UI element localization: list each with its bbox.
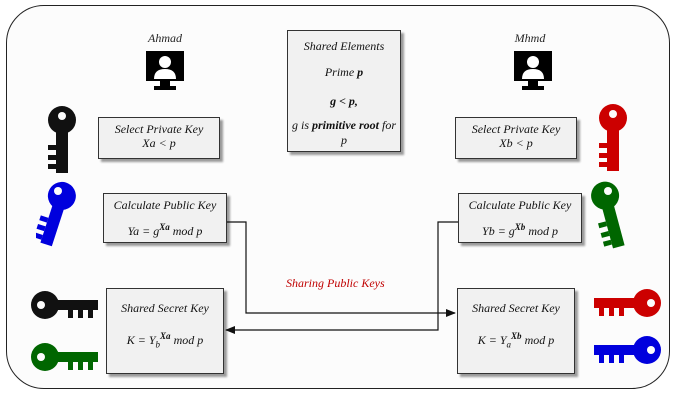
right-secret-formula: K = YaXb mod p	[458, 331, 574, 350]
user-name-ahmad: Ahmad	[148, 31, 182, 45]
right-private-title: Select Private Key	[471, 122, 561, 136]
right-public-formula: Yb = gXb mod p	[459, 222, 581, 238]
shared-elements-title: Shared Elements	[303, 39, 385, 53]
left-secret-formula: K = YbXa mod p	[107, 331, 223, 350]
right-public-rhs: mod p	[528, 224, 558, 239]
left-secret-rhs: mod p	[173, 333, 204, 348]
right-secret-exp: Xb	[511, 331, 522, 342]
right-secret-title: Shared Secret Key	[472, 301, 560, 315]
left-private-formula: Xa < p	[142, 136, 176, 151]
prime-line: Prime p	[288, 65, 400, 79]
arrow-right-public-to-left-secret	[225, 221, 458, 334]
right-secret-lhs: K = Y	[477, 333, 507, 348]
right-select-private-key-box: Select Private Key Xb < p	[455, 117, 577, 159]
right-secret-red-key-icon	[594, 289, 661, 317]
right-public-key-icon	[591, 181, 625, 249]
primitive-suffix: for p	[341, 118, 397, 147]
prime-label: Prime	[324, 65, 355, 80]
left-select-private-key-box: Select Private Key Xa < p	[98, 117, 220, 159]
left-shared-secret-key-box: Shared Secret Key K = YbXa mod p	[106, 288, 224, 374]
left-private-key-icon	[48, 106, 76, 173]
right-shared-secret-key-box: Shared Secret Key K = YaXb mod p	[457, 288, 575, 374]
right-private-formula: Xb < p	[499, 136, 533, 151]
left-public-rhs: mod p	[172, 224, 203, 239]
prime-var: p	[357, 65, 364, 80]
left-public-title: Calculate Public Key	[113, 198, 217, 212]
left-secret-sub: b	[155, 339, 161, 350]
primitive-root-line: g is primitive root for p	[288, 118, 400, 147]
right-public-title: Calculate Public Key	[468, 198, 572, 212]
right-private-key-icon	[599, 104, 627, 171]
left-public-exp: Xa	[159, 222, 170, 233]
left-secret-black-key-icon	[31, 291, 98, 319]
arrow-left-public-to-right-secret	[227, 221, 456, 317]
right-user-computer-icon	[514, 51, 552, 90]
right-secret-sub: a	[506, 339, 512, 350]
right-calculate-public-key-box: Calculate Public Key Yb = gXb mod p	[458, 193, 582, 243]
right-public-exp: Xb	[514, 222, 526, 233]
primitive-bold: primitive root	[312, 118, 379, 133]
left-public-lhs: Ya = g	[127, 224, 160, 239]
left-public-key-icon	[36, 181, 76, 247]
left-secret-green-key-icon	[31, 343, 98, 371]
left-secret-lhs: K = Y	[126, 333, 156, 348]
left-private-title: Select Private Key	[114, 122, 204, 136]
sharing-public-keys-label: Sharing Public Keys	[286, 276, 385, 290]
left-public-formula: Ya = gXa mod p	[104, 222, 226, 238]
primitive-prefix: g is	[291, 118, 309, 133]
left-secret-title: Shared Secret Key	[121, 301, 209, 315]
shared-elements-box: Shared Elements Prime p g < p, g is prim…	[287, 30, 401, 152]
user-name-mhmd: Mhmd	[514, 31, 546, 45]
left-secret-exp: Xa	[160, 331, 171, 342]
left-user-computer-icon	[146, 51, 184, 90]
right-public-lhs: Yb = g	[482, 224, 515, 239]
right-secret-blue-key-icon	[594, 336, 661, 364]
left-calculate-public-key-box: Calculate Public Key Ya = gXa mod p	[103, 193, 227, 243]
condition-line: g < p,	[330, 93, 358, 108]
right-secret-rhs: mod p	[524, 333, 555, 348]
